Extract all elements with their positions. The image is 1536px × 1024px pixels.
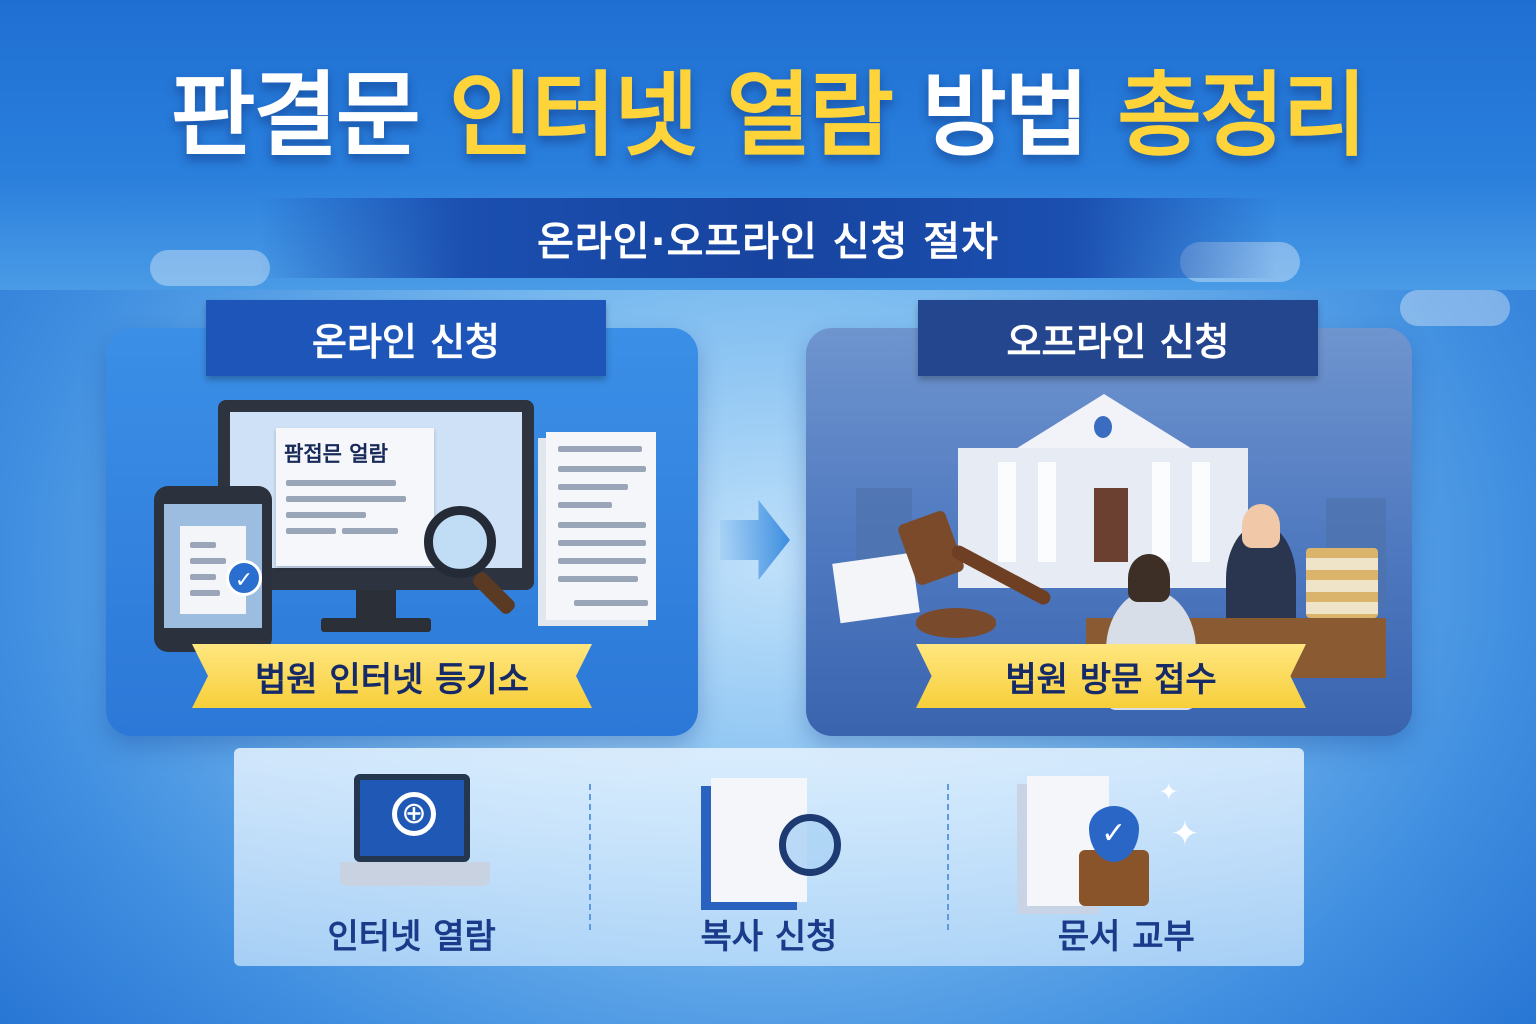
globe-icon: ⊕ <box>392 792 436 836</box>
cloud-decoration <box>150 250 270 286</box>
gavel-block <box>916 608 996 638</box>
panel-title-text: 오프라인 신청 <box>1006 319 1230 364</box>
monitor-base <box>321 618 431 632</box>
ribbon-label: 법원 방문 접수 <box>1005 659 1217 700</box>
documents-icon <box>832 552 920 624</box>
laptop-keyboard <box>340 862 490 886</box>
clerk-head <box>1242 504 1280 548</box>
page-title: 판결문 인터넷 열람 방법 총정리 <box>0 70 1536 162</box>
title-part: 총정리 <box>1117 62 1367 169</box>
subtitle-banner: 온라인·오프라인 신청 절차 <box>260 198 1276 278</box>
title-part: 인터넷 열람 <box>448 62 922 169</box>
panel-title-text: 온라인 신청 <box>311 319 501 364</box>
online-application-panel: 팜접믄 얼람 ✓ 법원 인터넷 등기소 <box>106 328 698 736</box>
feature-internet-view: ⊕ 인터넷 열람 <box>234 748 589 966</box>
feature-label: 인터넷 열람 <box>327 917 496 957</box>
offline-ribbon: 법원 방문 접수 <box>916 644 1306 708</box>
books-icon <box>1306 548 1378 618</box>
feature-label: 복사 신청 <box>700 917 838 957</box>
online-panel-title: 온라인 신청 <box>206 300 606 376</box>
offline-panel-title: 오프라인 신청 <box>918 300 1318 376</box>
visitor-head <box>1128 554 1170 602</box>
sparkle-icon: ✦ <box>1158 778 1179 806</box>
title-part: 방법 <box>921 62 1118 169</box>
check-badge-icon: ✓ <box>226 560 262 596</box>
shield-check-icon: ✓ <box>1088 806 1139 862</box>
document-icon: 팜접믄 얼람 <box>276 428 434 566</box>
feature-copy-request: 복사 신청 <box>589 778 946 957</box>
feature-document-issue: ✓ ✦ ✦ 문서 교부 <box>946 776 1304 957</box>
arrow-right-icon <box>720 500 790 580</box>
feature-label: 문서 교부 <box>1057 917 1195 957</box>
title-part: 판결문 <box>170 62 449 169</box>
online-ribbon: 법원 인터넷 등기소 <box>192 644 592 708</box>
magnifier-icon <box>779 814 842 876</box>
sparkle-icon: ✦ <box>1170 814 1200 854</box>
offline-application-panel: 법원 방문 접수 <box>806 328 1412 736</box>
cloud-decoration <box>1400 290 1510 326</box>
magnifier-icon <box>424 506 496 578</box>
subtitle: 온라인·오프라인 신청 절차 <box>537 219 999 265</box>
courthouse-oculus <box>1094 416 1112 438</box>
courthouse-door <box>1094 488 1128 562</box>
ribbon-label: 법원 인터넷 등기소 <box>255 659 529 700</box>
paper-stack-icon <box>546 432 656 620</box>
monitor-stand <box>356 590 396 620</box>
feature-strip: ⊕ 인터넷 열람 복사 신청 ✓ ✦ ✦ 문서 교부 <box>234 748 1304 966</box>
screen-card-title: 팜접믄 얼람 <box>284 442 388 466</box>
